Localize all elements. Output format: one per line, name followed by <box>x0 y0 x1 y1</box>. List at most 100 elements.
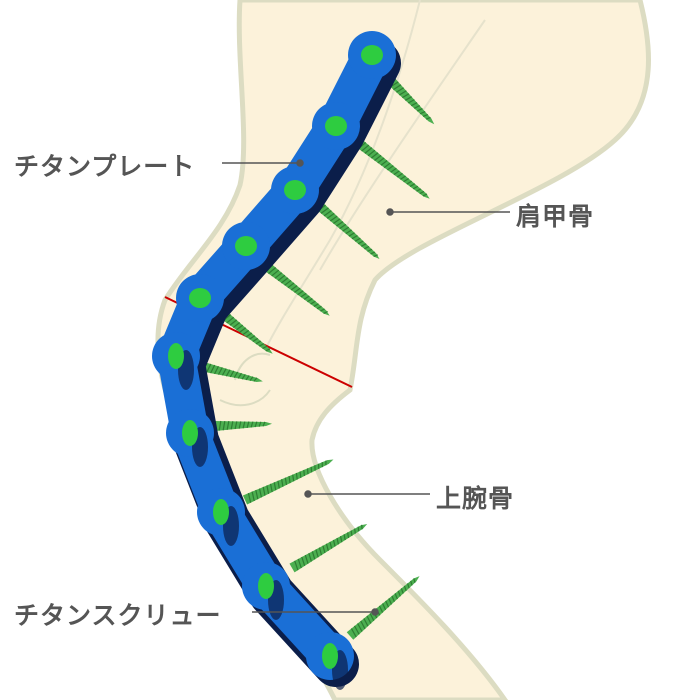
screw-thread <box>393 84 402 91</box>
label-titanium-screw: チタンスクリュー <box>14 601 222 630</box>
bone-shape <box>155 0 651 700</box>
screw-thread <box>416 108 423 112</box>
screw-thread <box>353 625 360 635</box>
screw-thread <box>266 485 270 494</box>
plate-body <box>157 36 391 675</box>
screw-thread <box>326 212 335 219</box>
screw-thread <box>265 348 271 352</box>
screw-thread <box>357 623 363 632</box>
screw-thread <box>229 319 238 326</box>
screw-thread <box>406 180 413 185</box>
screw-thread <box>374 154 382 161</box>
screw-hole <box>168 343 184 369</box>
screw-thread <box>407 99 415 104</box>
screw-thread <box>300 292 307 298</box>
screw-thread <box>343 534 346 541</box>
screw-thread <box>422 193 428 197</box>
screw-thread <box>313 303 319 307</box>
screw-thread <box>410 102 418 107</box>
screw-thread <box>403 585 407 592</box>
screw-thread <box>404 96 413 101</box>
label-humerus: 上腕骨 <box>436 484 515 513</box>
screw-thread <box>271 269 280 277</box>
screw-hole <box>361 45 383 65</box>
screw-thread <box>308 553 312 562</box>
screw-thread <box>409 183 416 188</box>
screw-thread <box>363 618 369 627</box>
screw-hole <box>213 499 229 525</box>
screw-thread <box>290 285 298 291</box>
screw-thread <box>304 554 309 564</box>
screw-thread <box>419 190 425 195</box>
screw-thread <box>350 628 357 638</box>
screw-hole <box>189 288 211 308</box>
screw-thread <box>217 367 223 375</box>
screw-thread <box>366 615 372 624</box>
screw-thread <box>336 537 340 545</box>
screw-thread <box>277 274 286 282</box>
screw-thread <box>295 472 298 480</box>
screw-thread <box>206 363 212 373</box>
screw-thread <box>388 598 393 605</box>
screw-thread <box>339 536 343 543</box>
screw-thread <box>390 167 397 173</box>
screw-thread <box>253 377 258 382</box>
screw-thread <box>239 327 247 333</box>
screw-thread <box>370 152 379 159</box>
screw-thread <box>225 369 231 377</box>
screw-thread <box>242 421 246 429</box>
screw-thread <box>303 295 310 300</box>
screw-thread <box>394 593 398 600</box>
screw <box>242 459 334 505</box>
screw-thread <box>323 210 332 217</box>
screw-thread <box>310 300 316 305</box>
screw-thread <box>380 160 388 166</box>
screw-thread <box>247 492 252 503</box>
screw-thread <box>284 279 292 286</box>
screw-thread <box>269 483 273 493</box>
screw-thread <box>413 578 416 583</box>
titanium-screws <box>198 74 435 640</box>
screw-thread <box>230 421 234 430</box>
screw-thread <box>245 332 253 338</box>
screw-thread <box>226 316 235 324</box>
screw-thread <box>281 277 289 284</box>
screw-thread <box>351 234 358 240</box>
scapula-leader-dot <box>386 208 394 216</box>
screw-thread <box>339 223 347 230</box>
screw-thread <box>258 343 265 347</box>
screw-thread <box>364 147 373 154</box>
screw-thread <box>350 530 353 536</box>
screw-thread <box>214 365 220 375</box>
titanium-plate <box>152 31 401 690</box>
screw-thread <box>288 475 291 484</box>
screw-hole <box>258 573 274 599</box>
screw-thread <box>382 603 387 611</box>
screw-thread <box>401 93 410 99</box>
screw-thread <box>236 324 244 331</box>
screw-thread <box>360 620 366 630</box>
screw-thread <box>268 267 277 275</box>
screw-thread <box>354 528 356 534</box>
screw-thread <box>292 474 295 482</box>
screw-hole <box>322 643 338 669</box>
screw-thread <box>250 421 254 428</box>
screw-thread <box>218 420 222 431</box>
screw-thread <box>249 376 254 382</box>
screw-thread <box>396 172 403 178</box>
screw-thread <box>246 421 250 429</box>
screw-thread <box>222 420 226 431</box>
screw-thread <box>238 421 242 429</box>
screw-thread <box>364 245 370 250</box>
screw-thread <box>311 551 316 560</box>
screw-thread <box>378 605 384 613</box>
screw <box>346 576 420 640</box>
screw-thread <box>360 243 367 247</box>
screw-thread <box>425 116 431 120</box>
screw-thread <box>412 185 419 190</box>
screw-thread <box>385 600 390 608</box>
screw-thread <box>233 371 239 378</box>
screw-thread <box>357 240 364 245</box>
screw-thread <box>262 421 266 427</box>
